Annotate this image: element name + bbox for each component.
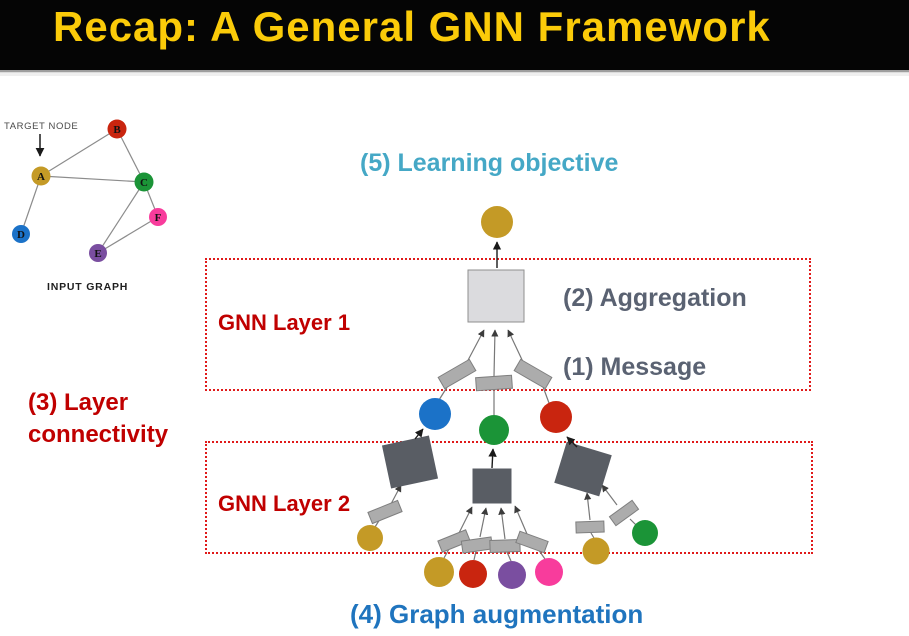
input-node-label-B: B <box>113 124 121 136</box>
label-gnn-layer-2: GNN Layer 2 <box>218 491 351 516</box>
input-edge-BC <box>116 128 145 183</box>
input-edge-CE <box>97 181 145 254</box>
connector-line <box>590 532 595 539</box>
label-aggregation: (2) Aggregation <box>563 284 747 312</box>
input-edge-AB <box>40 128 118 177</box>
message-arrow <box>458 506 473 534</box>
layer2-input-red <box>459 560 487 588</box>
connector-line <box>629 518 637 526</box>
message-transform-box <box>489 538 521 554</box>
message-arrow <box>514 505 528 535</box>
label-graph-augmentation: (4) Graph augmentation <box>350 599 644 629</box>
aggregation-box-left <box>381 435 439 489</box>
label-layer-connectivity-line1: (3) Layer <box>28 389 129 416</box>
header-separator <box>0 70 909 78</box>
input-node-A <box>31 166 51 186</box>
message-transform-box <box>437 529 471 553</box>
input-node-label-D: D <box>17 229 25 241</box>
input-edge-AD <box>20 175 42 235</box>
layer2-input-gold-mid <box>424 557 454 587</box>
input-node-D <box>12 225 30 243</box>
input-edge-AC <box>40 175 145 183</box>
label-layer-connectivity-line2: connectivity <box>28 421 169 448</box>
input-edge-EF <box>97 216 159 254</box>
connector-line <box>506 551 512 562</box>
message-arrow <box>498 507 506 540</box>
message-transform-box <box>367 499 403 525</box>
input-node-B <box>107 119 127 139</box>
message-arrow <box>479 507 489 538</box>
aggregation-box-right <box>554 441 612 497</box>
message-arrow <box>390 484 402 505</box>
layer2-input-gold-left <box>357 525 383 551</box>
label-message: (1) Message <box>563 353 707 381</box>
message-transform-box <box>575 520 605 534</box>
layer2-input-purple <box>498 561 526 589</box>
message-transform-box <box>475 374 513 392</box>
input-node-C <box>134 172 154 192</box>
input-graph-caption: INPUT GRAPH <box>47 281 129 293</box>
connector-line <box>443 548 450 559</box>
message-arrow <box>584 492 592 521</box>
message-transform-box <box>515 530 549 554</box>
layer1-input-blue <box>419 398 451 430</box>
label-learning-objective: (5) Learning objective <box>360 149 619 177</box>
input-node-E <box>89 244 107 262</box>
slide-header: Recap: A General GNN Framework <box>0 0 909 70</box>
input-node-label-F: F <box>155 212 162 224</box>
input-node-label-A: A <box>37 171 45 183</box>
message-arrow <box>601 484 618 506</box>
message-arrow <box>465 329 485 365</box>
aggregation-box-mid <box>472 468 512 504</box>
label-layer-connectivity: (3) Layer connectivity <box>28 387 168 451</box>
target-node-label: TARGET NODE <box>4 121 79 132</box>
output-node <box>481 206 513 238</box>
message-transform-box <box>513 358 553 390</box>
layer2-input-pink <box>535 558 563 586</box>
message-arrow <box>507 329 525 365</box>
layer2-input-green <box>632 520 658 546</box>
input-node-label-E: E <box>94 248 101 260</box>
input-node-label-C: C <box>140 177 148 189</box>
message-transform-box <box>437 358 477 390</box>
aggregation-output-arrow <box>488 448 497 469</box>
input-node-F <box>149 208 167 226</box>
aggregation-output-arrow <box>566 436 578 448</box>
message-transform-box <box>608 499 640 527</box>
gnn-layer-1-dotted-box <box>205 258 811 391</box>
message-arrow <box>491 329 499 377</box>
layer2-input-gold-right <box>582 537 610 565</box>
slide-title: Recap: A General GNN Framework <box>53 3 771 50</box>
aggregation-output-arrow <box>414 428 424 440</box>
layer1-input-red <box>540 401 572 433</box>
gnn-layer-2-dotted-box <box>205 441 813 554</box>
aggregation-box-layer1 <box>467 269 525 323</box>
label-gnn-layer-1: GNN Layer 1 <box>218 310 351 335</box>
connector-line <box>473 550 477 561</box>
layer1-input-green <box>479 415 509 445</box>
